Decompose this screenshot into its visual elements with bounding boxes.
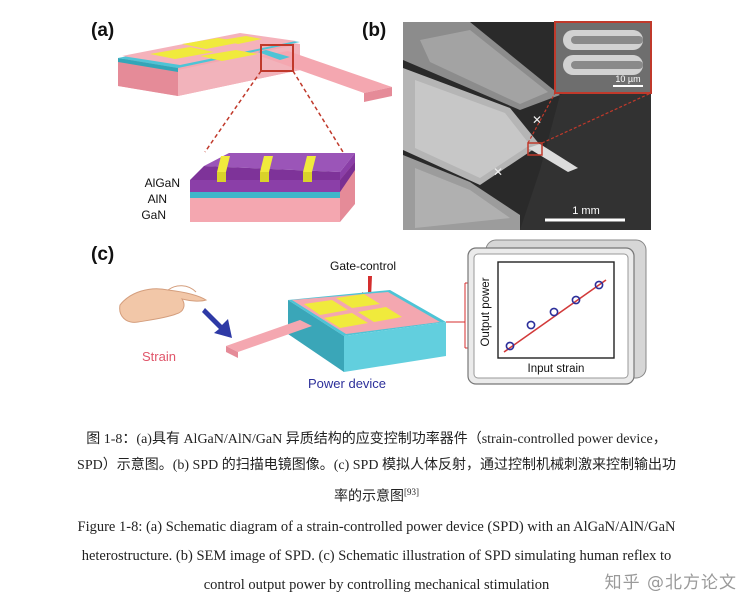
watermark: 知乎 @北方论文 [604,573,737,593]
caption-chinese: 图 1-8：(a)具有 AlGaN/AlN/GaN 异质结构的应变控制功率器件（… [0,430,753,514]
plot-frame [497,261,615,359]
caption-cn-line-3-text: 率的示意图 [334,489,404,505]
plot-point-1 [505,341,515,351]
plot-point-5 [594,280,604,290]
layer-label-gan: GaN [141,208,166,222]
panel-b: (b) ✕ ✕ 1 mm [362,20,652,230]
layer-label-aln: AlN [148,192,167,206]
sem-inset [554,21,652,94]
device-label: Power device [308,376,386,391]
plot-point-3 [549,307,559,317]
inset-scale-label: 10 µm [615,74,640,84]
hand-illustration [119,285,208,323]
caption-cn-line-1: 图 1-8：(a)具有 AlGaN/AlN/GaN 异质结构的应变控制功率器件（… [86,432,667,447]
panel-c-label: (c) [91,244,114,265]
svg-text:✕: ✕ [493,165,503,179]
contact-pad-3 [222,36,262,44]
plot-point-2 [526,320,536,330]
motion-arrow [202,308,232,338]
svg-text:✕: ✕ [532,113,542,127]
plot-point-4 [571,295,581,305]
plot-marks [503,279,607,353]
heterostructure-zoom [190,153,355,222]
reference-marker: [93] [404,487,419,497]
contact-pad-4 [200,50,258,61]
plot-xlabel: Input strain [528,363,585,375]
power-device-block [226,290,446,372]
monitor-display [467,239,647,385]
panel-b-label: (b) [362,20,386,41]
gate-control-label: Gate-control [330,259,396,273]
zoom-box-b [527,142,543,156]
contact-pad-1 [150,47,214,59]
plot-ylabel: Output power [480,277,492,346]
caption-english: Figure 1-8: (a) Schematic diagram of a s… [0,513,753,600]
zoom-box-a [260,44,294,72]
sem-image: ✕ ✕ [403,22,651,230]
caption-en-line-3: control output power by controlling mech… [203,577,550,593]
device-3d-block [118,33,392,102]
panel-a: (a) [91,20,392,222]
figure-1-8: (a) [91,20,652,391]
layer-label-algan: AlGaN [145,176,180,190]
caption-cn-line-3: 率的示意图[93] [0,482,753,508]
strain-label: Strain [142,349,176,364]
sem-scale-label: 1 mm [572,205,600,217]
panel-c: (c) Strain Power device Gate-control [91,239,647,391]
caption-en-line-1: Figure 1-8: (a) Schematic diagram of a s… [77,519,676,535]
caption-en-line-2: heterostructure. (b) SEM image of SPD. (… [81,548,672,564]
panel-a-label: (a) [91,20,114,41]
caption-cn-line-2: SPD）示意图。(b) SPD 的扫描电镜图像。(c) SPD 模拟人体反射，通… [77,458,676,473]
